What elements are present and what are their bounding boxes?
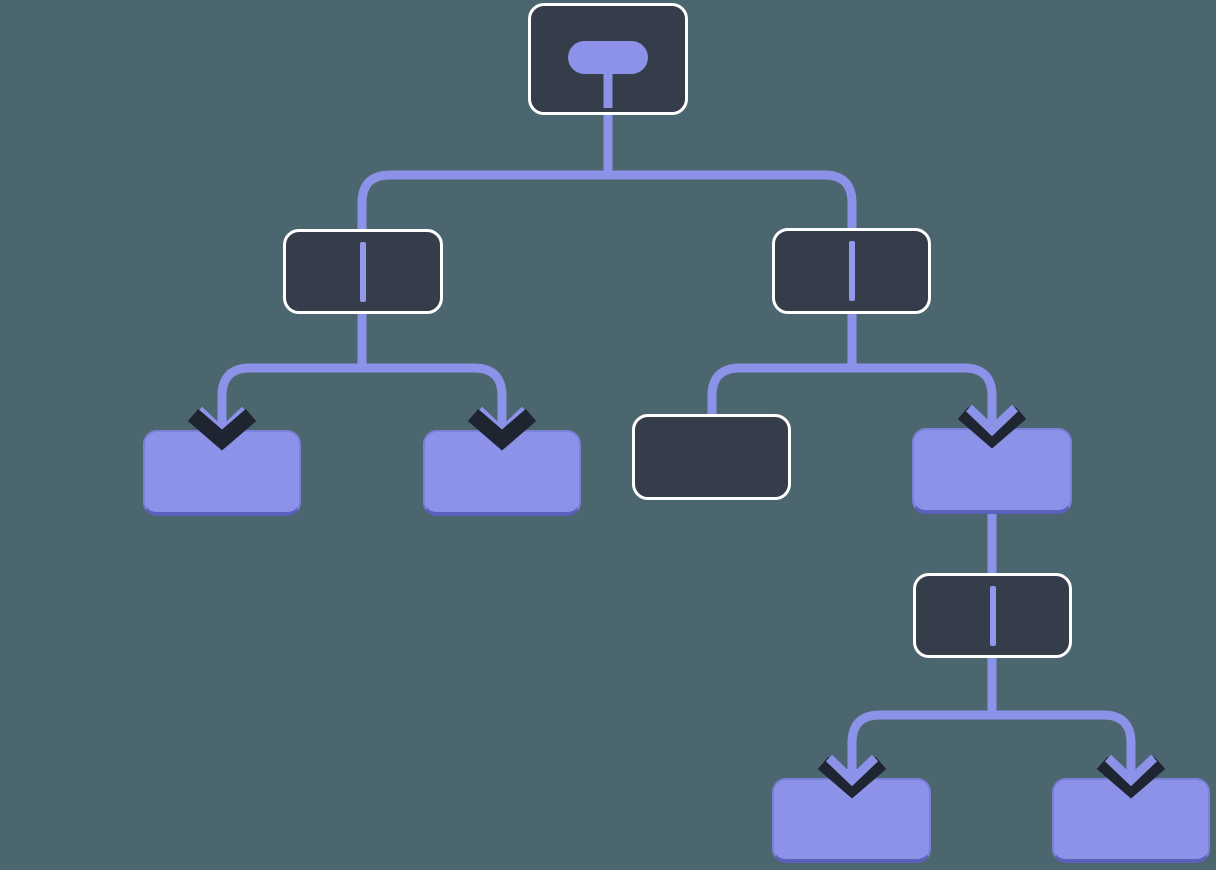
branch-left-node xyxy=(283,229,443,314)
branch-lower-node xyxy=(913,573,1072,658)
chevron-outline-dark xyxy=(957,406,1027,449)
connector-line-level2-left-bracket xyxy=(217,363,507,424)
arrow-down-icon xyxy=(957,392,1027,449)
chevron-purple xyxy=(1104,754,1158,787)
chevron-purple xyxy=(825,754,879,787)
root-pill-stem xyxy=(603,72,613,108)
connector-line-level1-bracket xyxy=(357,170,857,234)
chevron-outline-dark xyxy=(1096,756,1166,799)
root-node xyxy=(528,3,688,115)
chevron-outline-dark xyxy=(187,408,257,451)
branch-right-node xyxy=(772,228,931,314)
arrow-down-icon xyxy=(1096,742,1166,799)
connector-line-level3-bracket xyxy=(847,710,1136,772)
vertical-bar-icon xyxy=(848,241,855,301)
leaf-dark-node xyxy=(632,414,791,500)
vertical-bar-icon xyxy=(360,241,366,302)
arrow-down-icon xyxy=(467,394,537,451)
chevron-purple xyxy=(965,404,1019,437)
chevron-outline-dark xyxy=(817,756,887,799)
arrow-down-icon xyxy=(817,742,887,799)
root-pill-icon xyxy=(568,41,648,74)
chevron-outline-dark xyxy=(467,408,537,451)
connector-line-level2-right-bracket xyxy=(707,363,997,422)
vertical-bar-icon xyxy=(989,585,996,646)
arrow-down-icon xyxy=(187,394,257,451)
